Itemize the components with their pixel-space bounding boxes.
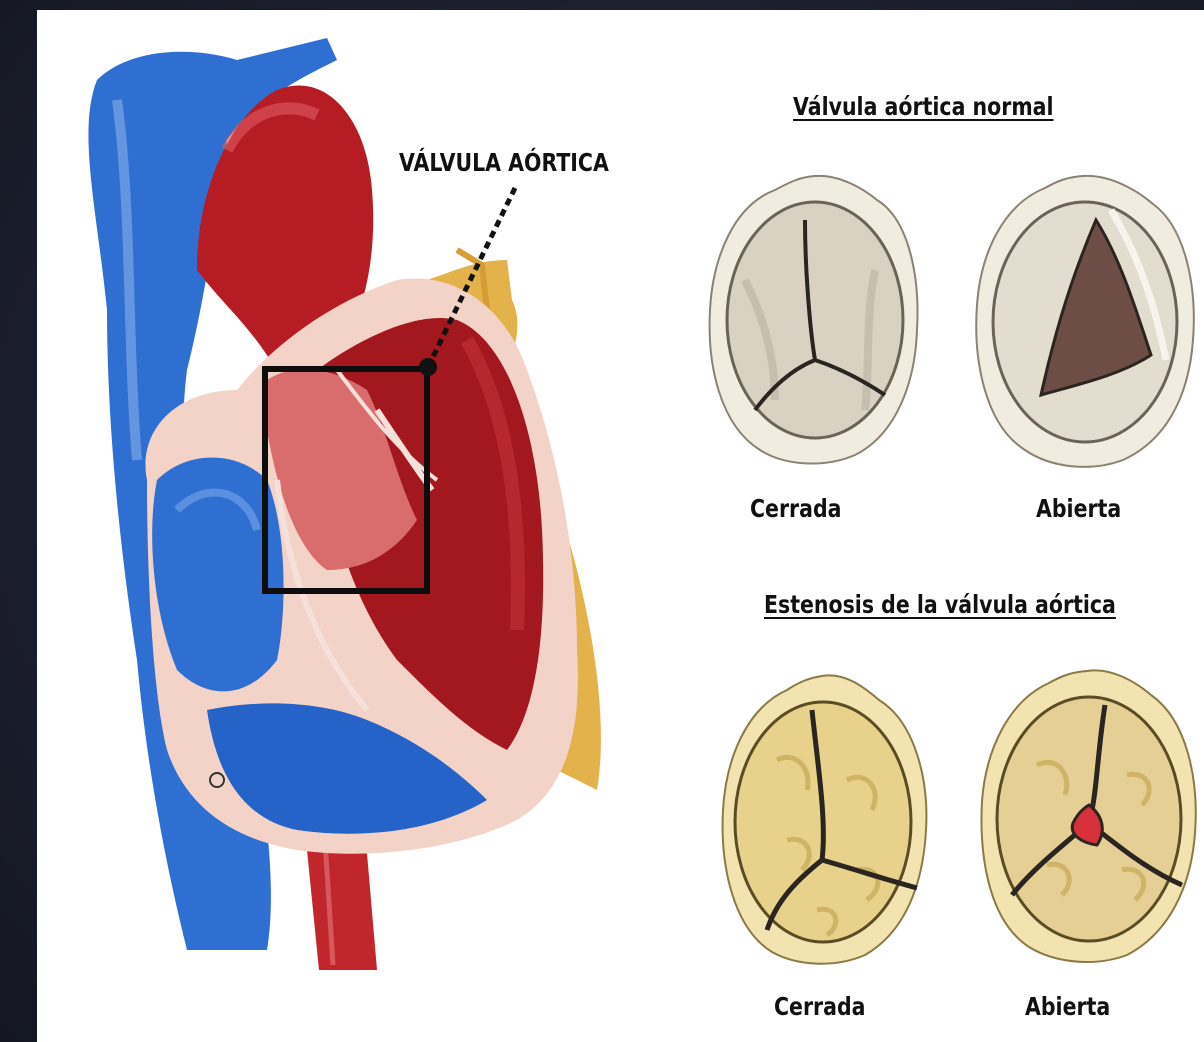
normal-open-valve: [971, 170, 1201, 475]
aortic-valve-label: VÁLVULA AÓRTICA: [399, 148, 609, 177]
normal-open-label: Abierta: [1036, 494, 1121, 523]
normal-closed-label: Cerrada: [750, 494, 842, 523]
stenosis-closed-valve: [717, 670, 932, 970]
slide-canvas: VÁLVULA AÓRTICA Válvula aórtica normal E…: [37, 10, 1204, 1042]
stenosis-heading: Estenosis de la válvula aórtica: [764, 590, 1116, 619]
normal-valve-heading: Válvula aórtica normal: [793, 92, 1054, 121]
stenosis-closed-label: Cerrada: [774, 992, 866, 1021]
normal-closed-valve: [705, 170, 925, 470]
stenosis-open-label: Abierta: [1025, 992, 1110, 1021]
stenosis-open-valve: [977, 665, 1201, 970]
pointer-dot: [419, 358, 437, 376]
